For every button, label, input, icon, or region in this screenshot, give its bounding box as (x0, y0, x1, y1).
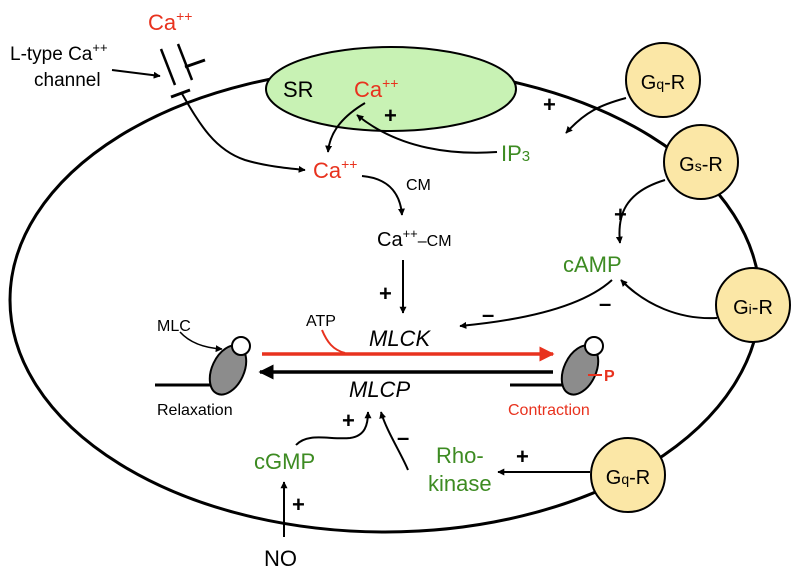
receptor-gq-bottom-r: -R (629, 467, 650, 489)
mlc-phosphorylated (510, 336, 604, 396)
ca-cm-base: Ca (377, 229, 403, 251)
rho-kinase-line1: Rho- (436, 443, 484, 468)
receptor-gq-top-g: G (641, 72, 657, 94)
arrow-camp-to-mlck (459, 279, 613, 329)
receptor-gi-sub: i (749, 301, 752, 317)
arrow-ip3-to-sr (356, 114, 498, 154)
receptor-gq-bottom-g: G (606, 467, 622, 489)
mlck-plus-sign: + (379, 281, 392, 306)
arrow-mlc-label-to-mlc (179, 331, 223, 353)
ip3-plus-sign: + (543, 92, 556, 117)
channel-label-line2: channel (34, 70, 101, 91)
channel-line1-sup: ++ (92, 40, 107, 55)
receptor-gq-top: Gq-R (625, 42, 701, 118)
receptor-gq-top-sub: q (656, 76, 664, 92)
arrow-ca-to-ca-cm (361, 175, 405, 216)
ca-outside-label: Ca++ (148, 8, 192, 35)
svg-text:Gq-R: Gq-R (641, 72, 685, 94)
receptor-gq-top-r: -R (664, 72, 685, 94)
sr-ca-label: Ca++ (354, 75, 398, 102)
mlck-label: MLCK (369, 326, 431, 351)
ca-cm-suffix: –CM (418, 233, 452, 250)
receptor-gi-r: -R (752, 297, 773, 319)
receptor-gs-sub: s (695, 158, 702, 174)
l-type-channel (159, 43, 206, 99)
svg-text:Gq-R: Gq-R (606, 467, 650, 489)
channel-line1-text: L-type Ca (10, 44, 93, 65)
sr-label: SR (283, 77, 314, 102)
svg-text:Gs-R: Gs-R (679, 154, 723, 176)
sr-ca-base: Ca (354, 77, 383, 102)
arrow-rho-kinase-to-mlcp (379, 411, 409, 471)
atp-curve (321, 329, 346, 354)
arrow-channel-to-ca-cytosol (180, 91, 306, 173)
arrow-sr-ca-to-ca-cytosol (325, 102, 366, 153)
receptor-gs-r: -R (702, 154, 723, 176)
receptor-gi: Gi-R (715, 267, 791, 343)
ip3-label: IP3 (501, 141, 530, 166)
mlcp-minus-sign: – (397, 425, 409, 450)
ca-outside-base: Ca (148, 10, 177, 35)
ip3-base: IP (501, 141, 522, 166)
ca-cm-sup: ++ (403, 226, 418, 241)
mlc-label: MLC (157, 318, 191, 335)
camp-label: cAMP (563, 252, 622, 277)
ip3-sub: 3 (522, 148, 530, 165)
no-label: NO (264, 546, 297, 571)
receptor-gs: Gs-R (663, 124, 739, 200)
atp-label: ATP (306, 313, 336, 330)
mlck-minus-sign: – (482, 302, 494, 327)
cm-label: CM (406, 177, 431, 194)
rho-kinase-plus-sign: + (516, 444, 529, 469)
contraction-label: Contraction (508, 402, 590, 419)
sr-plus-sign: + (384, 103, 397, 128)
sr-ca-sup: ++ (382, 75, 398, 91)
camp-plus-sign: + (614, 202, 627, 227)
relaxation-label: Relaxation (157, 402, 233, 419)
mlcp-plus-sign: + (342, 408, 355, 433)
arrow-channel-label-to-channel (111, 69, 161, 79)
channel-label-line1: L-type Ca++ (10, 40, 108, 65)
arrow-gs-to-camp (615, 179, 666, 244)
ca-cytosol-label: Ca++ (313, 156, 357, 183)
mlc-relaxed (155, 336, 251, 396)
receptor-gq-bottom-sub: q (621, 471, 629, 487)
svg-text:Gi-R: Gi-R (733, 297, 773, 319)
ca-cm-label: Ca++–CM (377, 226, 452, 251)
arrow-gi-to-camp (620, 279, 718, 320)
arrow-cgmp-to-mlcp (295, 411, 372, 446)
camp-minus-sign: – (599, 291, 611, 316)
ca-cytosol-sup: ++ (341, 156, 357, 172)
receptor-gq-bottom: Gq-R (590, 437, 666, 513)
rho-kinase-line2: kinase (428, 471, 492, 496)
phosphate-label: P (604, 368, 615, 385)
arrow-gq-to-ip3 (565, 97, 627, 134)
receptor-gs-g: G (679, 154, 695, 176)
mlcp-label: MLCP (349, 377, 410, 402)
no-plus-sign: + (292, 492, 305, 517)
ca-outside-sup: ++ (176, 8, 192, 24)
cgmp-label: cGMP (254, 449, 315, 474)
receptor-gi-g: G (733, 297, 749, 319)
ca-cytosol-base: Ca (313, 158, 342, 183)
sr-compartment (265, 46, 517, 132)
